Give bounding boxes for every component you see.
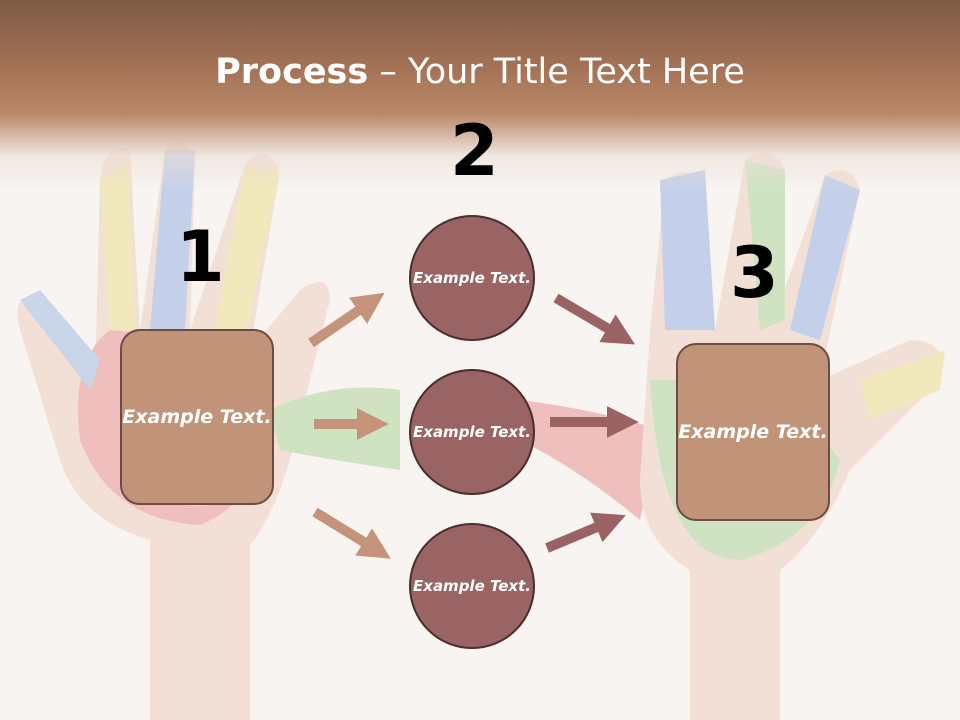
circle-step-top: Example Text. <box>409 215 535 341</box>
circle-step-middle: Example Text. <box>409 369 535 495</box>
arrow-left-top <box>308 292 385 348</box>
step-number-3: 3 <box>730 232 779 314</box>
left-process-box: Example Text. <box>120 329 274 505</box>
title-rest: – Your Title Text Here <box>368 52 745 92</box>
circle-middle-text: Example Text. <box>413 422 531 441</box>
step-number-1: 1 <box>176 216 225 298</box>
step-number-2: 2 <box>450 110 499 192</box>
left-box-text: Example Text. <box>122 405 272 428</box>
arrow-right-top <box>553 293 636 345</box>
right-box-text: Example Text. <box>678 420 828 443</box>
title-banner <box>0 0 960 190</box>
circle-bottom-text: Example Text. <box>413 576 531 595</box>
circle-top-text: Example Text. <box>413 268 531 287</box>
circle-step-bottom: Example Text. <box>409 523 535 649</box>
arrow-right-bottom <box>545 512 626 553</box>
right-process-box: Example Text. <box>676 343 830 521</box>
slide-title: Process – Your Title Text Here <box>0 52 960 92</box>
title-bold: Process <box>215 52 369 92</box>
arrow-left-bottom <box>312 507 391 559</box>
